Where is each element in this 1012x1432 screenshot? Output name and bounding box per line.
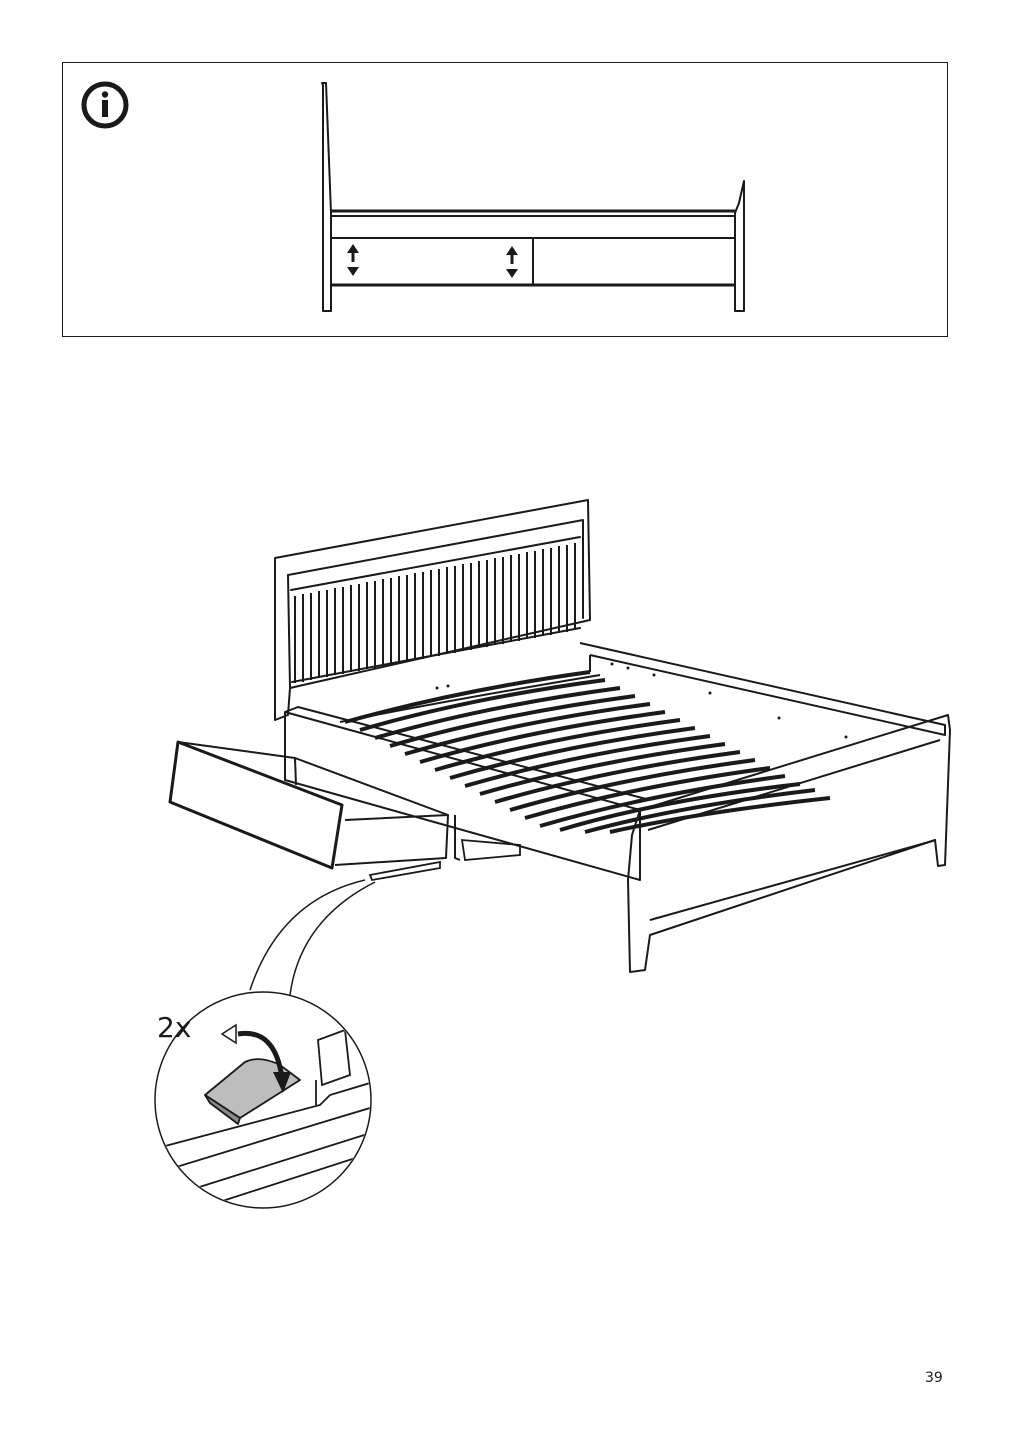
drawer <box>168 740 461 870</box>
page-number: 39 <box>925 1370 943 1386</box>
headboard-slats <box>294 543 576 683</box>
drawer-rail <box>368 839 521 882</box>
info-panel <box>62 62 948 337</box>
bed-slats <box>344 670 831 834</box>
info-icon <box>81 81 129 129</box>
detail-circle <box>154 991 372 1209</box>
bed-side-view <box>321 82 745 312</box>
footboard <box>627 714 951 973</box>
double-arrow-icon <box>347 244 518 278</box>
curved-arrow-icon <box>220 1023 291 1093</box>
quantity-label: 2x <box>157 1011 192 1044</box>
